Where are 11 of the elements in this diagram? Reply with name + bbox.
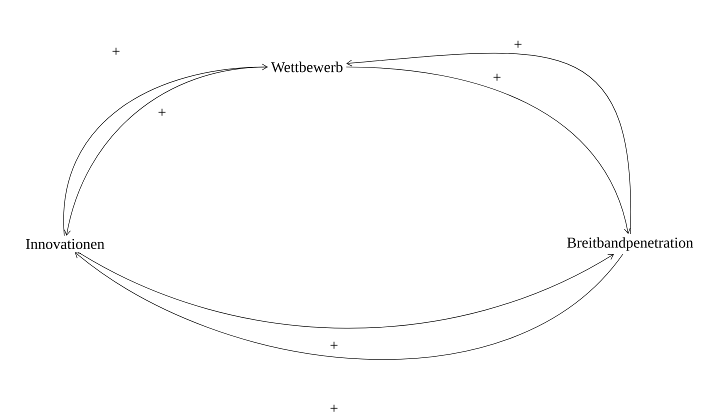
- edge-label: +: [328, 404, 340, 414]
- node-label: Innovationen: [26, 238, 104, 250]
- edge-label: +: [328, 340, 340, 352]
- edge-label: +: [512, 40, 524, 50]
- arrow: [78, 252, 614, 328]
- arrow: [74, 252, 624, 360]
- node-label: Breitbandpenetration: [567, 237, 694, 251]
- edge-label: +: [156, 108, 168, 118]
- edge-label: +: [110, 46, 122, 58]
- edge-label: +: [492, 72, 502, 84]
- node-label: Wettbewerb: [270, 62, 342, 72]
